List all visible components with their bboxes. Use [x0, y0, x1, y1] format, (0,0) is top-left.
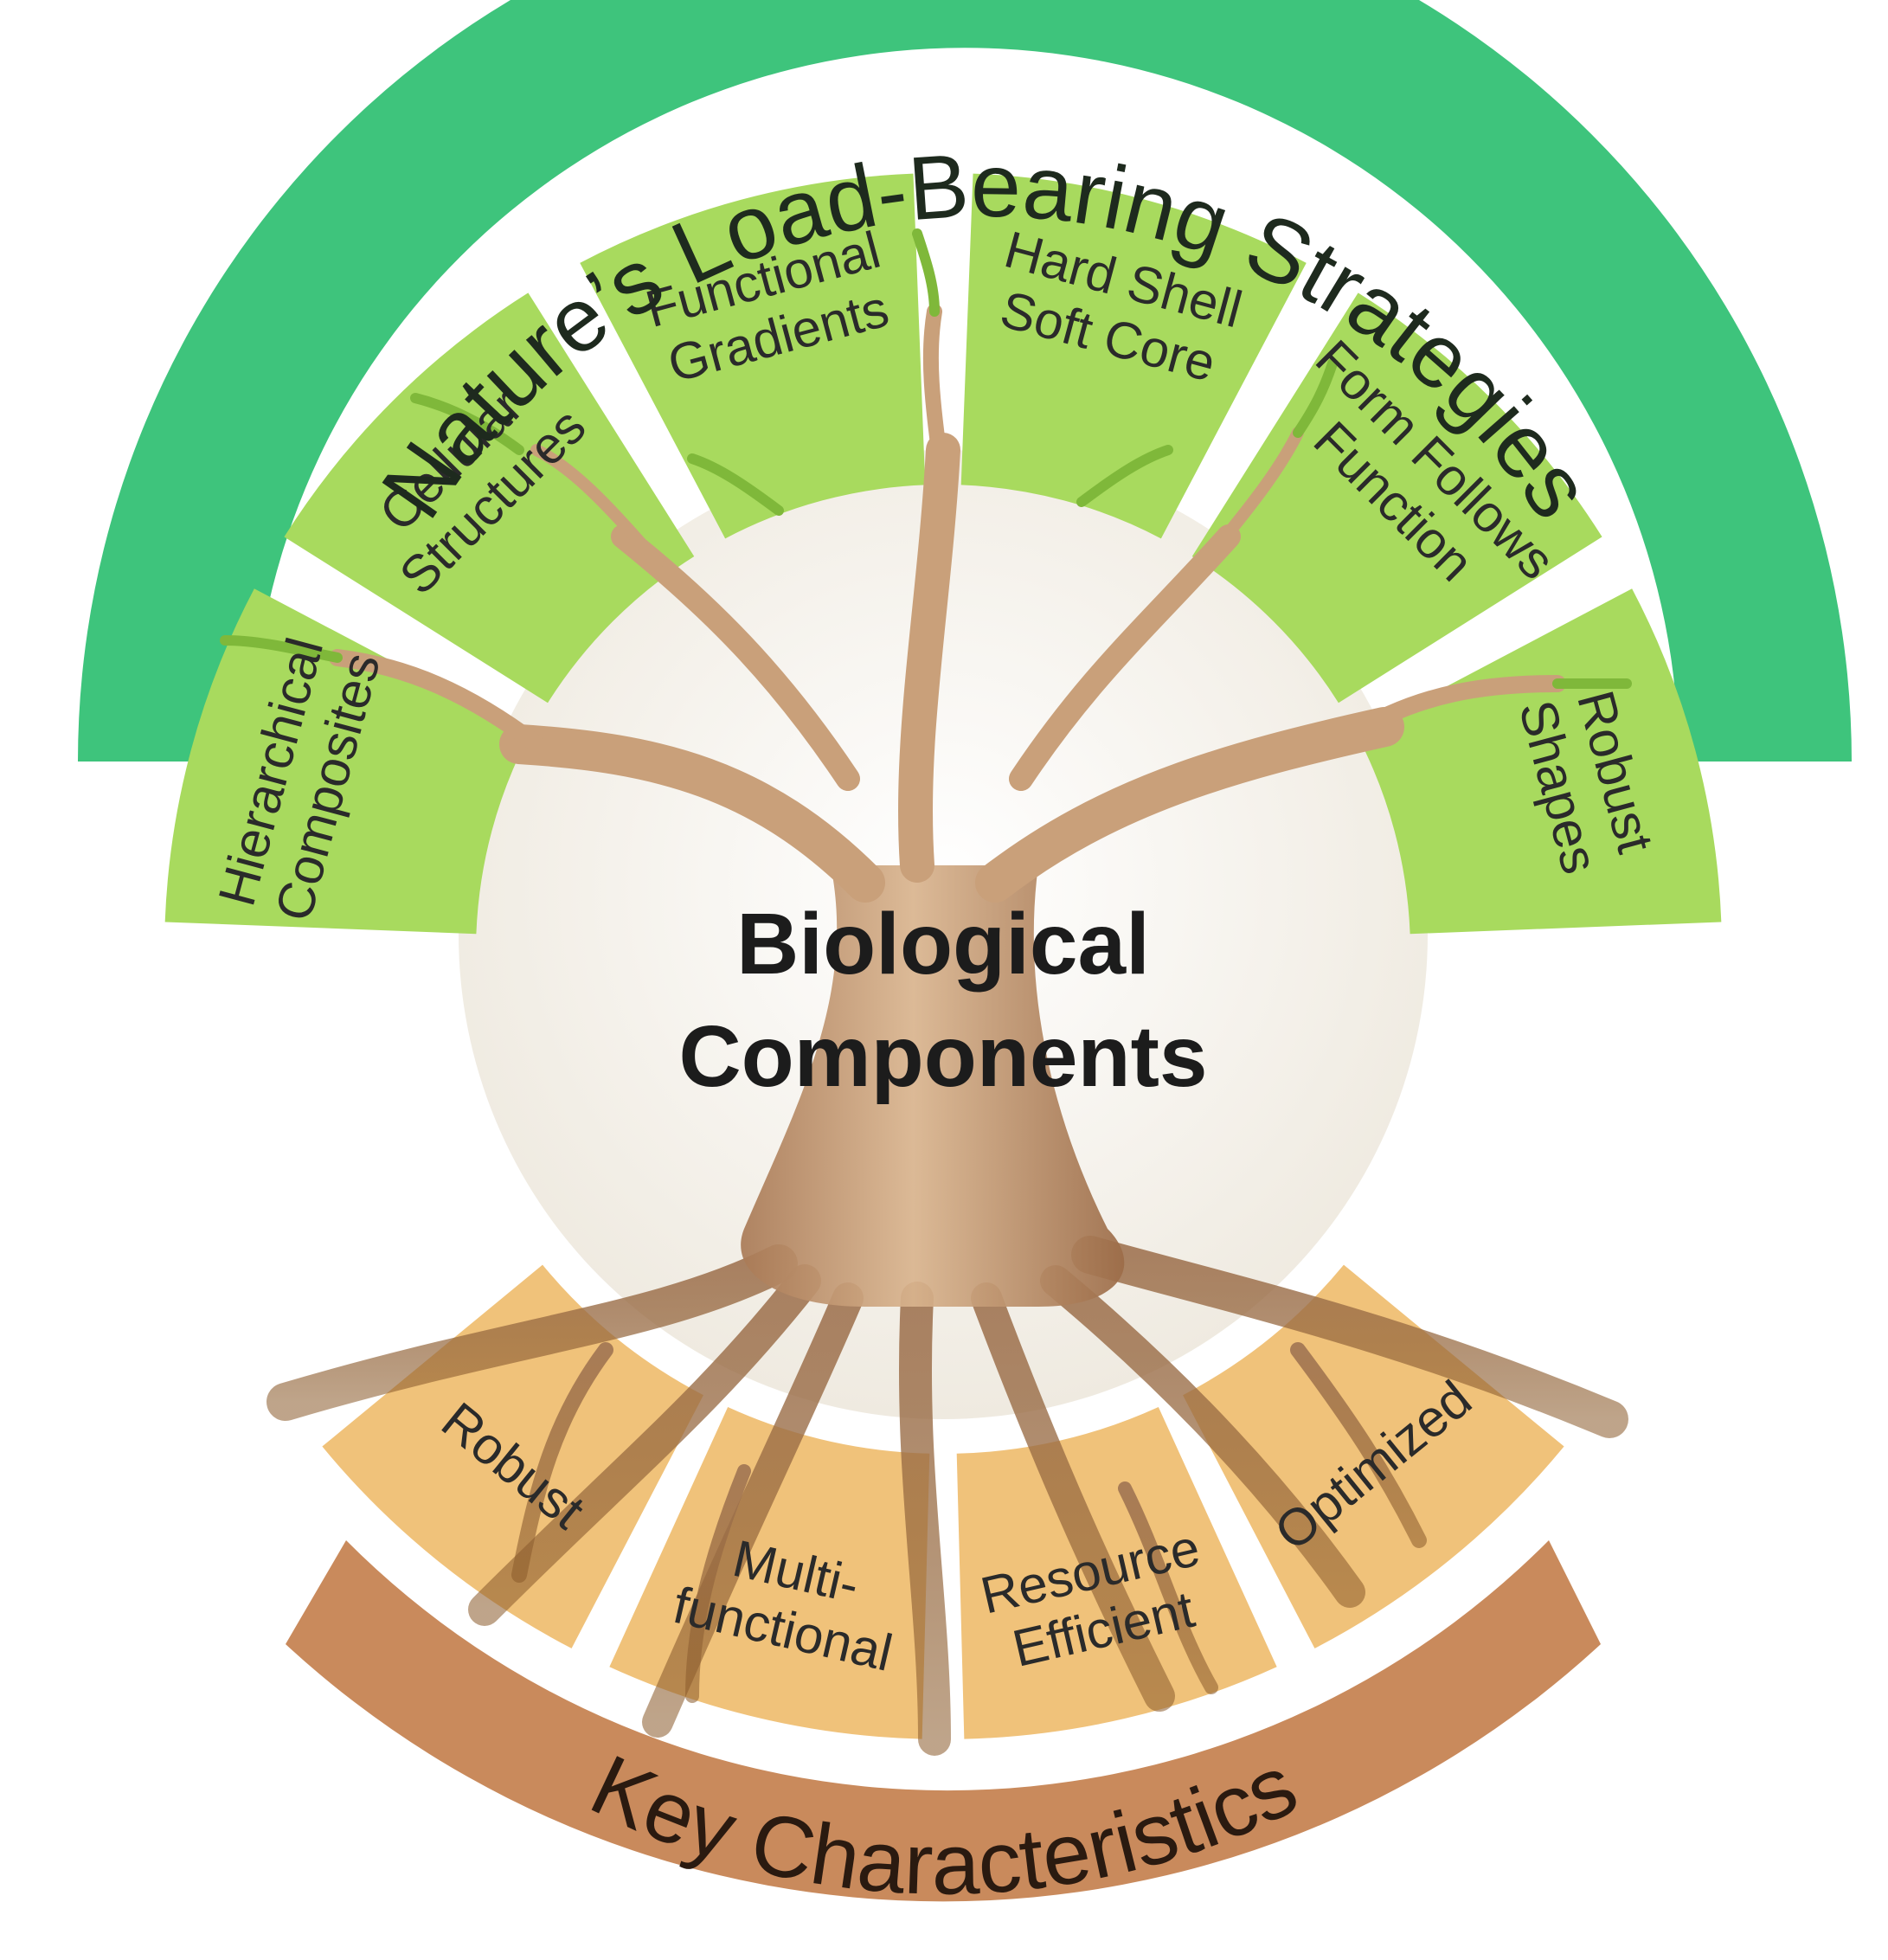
strategy-segment-hardshell: [960, 173, 1307, 539]
center-title-line1: Biological: [736, 896, 1150, 993]
characteristic-segment-robust: [322, 1264, 703, 1648]
strategies-band: [78, 0, 1852, 762]
strategy-segment-gradients: [580, 173, 926, 539]
branch-tips: [220, 228, 1632, 690]
strategy-segment-form: [1191, 292, 1602, 704]
tree-illustration: [220, 228, 1632, 1756]
strategy-segment-cellular: [284, 292, 695, 704]
center-title-line2: Components: [678, 1008, 1207, 1105]
strategy-segment-hierarchical: [164, 588, 530, 935]
tree-branches: [329, 304, 1566, 903]
tree-trunk: [741, 865, 1125, 1307]
characteristics-band: [286, 1540, 1601, 1902]
characteristic-label-resource: ResourceEfficient: [975, 1519, 1218, 1682]
strategy-segments: [164, 173, 1722, 935]
tree-roots: [267, 1236, 1628, 1756]
strategy-segment-shapes: [1356, 588, 1722, 935]
